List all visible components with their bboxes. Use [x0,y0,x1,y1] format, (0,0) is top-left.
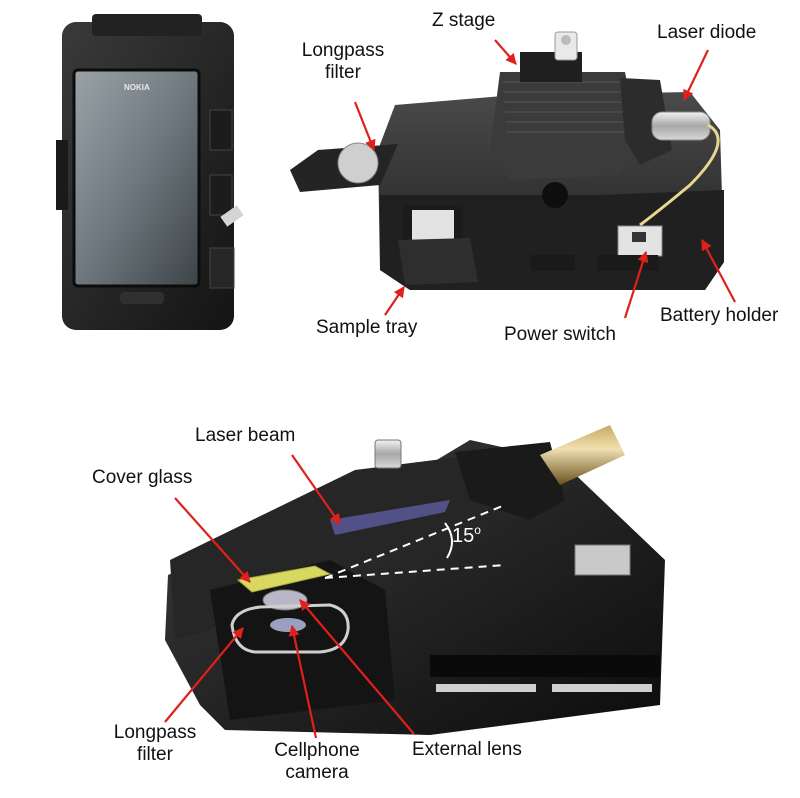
label-cellphone-camera-line1: Cellphone [274,740,360,761]
device-cutaway-diagram [165,425,665,735]
label-cover-glass: Cover glass [92,467,193,488]
label-longpass-filter-bottom-line1: Longpass [113,722,197,743]
arrow-battery-holder [701,239,736,303]
label-laser-beam: Laser beam [195,425,296,446]
phone-brand: NOKIA [124,83,150,92]
arrow-external-lens [299,599,415,735]
label-longpass-filter-bottom-line2: filter [137,744,173,765]
arrow-longpass-filter-bottom [164,627,244,723]
label-external-lens: External lens [412,739,522,760]
label-power-switch: Power switch [504,324,616,345]
arrow-z-stage [494,39,517,65]
label-battery-holder: Battery holder [660,305,779,326]
arrow-laser-beam [291,454,341,525]
arrow-power-switch [623,250,649,319]
label-laser-diode: Laser diode [657,22,757,43]
arrow-sample-tray [384,286,405,316]
label-longpass-filter-top: Longpass filter [298,40,388,84]
angle-label: 15o [452,523,481,547]
label-longpass-filter-top-line2: filter [325,62,361,83]
arrow-cellphone-camera [288,624,318,739]
callout-arrows [164,39,736,739]
label-cellphone-camera-line2: camera [285,762,349,783]
arrow-laser-diode [683,49,709,101]
device-exterior-photo [290,31,724,290]
label-longpass-filter-bottom: Longpass filter [105,722,205,766]
phone-in-holder-photo: NOKIA [56,14,244,330]
label-cellphone-camera: Cellphone camera [262,740,372,784]
arrow-longpass-filter-top [353,101,376,152]
arrow-cover-glass [174,497,251,583]
label-longpass-filter-top-line1: Longpass [301,40,385,61]
label-z-stage: Z stage [432,10,496,31]
label-sample-tray: Sample tray [316,317,418,338]
